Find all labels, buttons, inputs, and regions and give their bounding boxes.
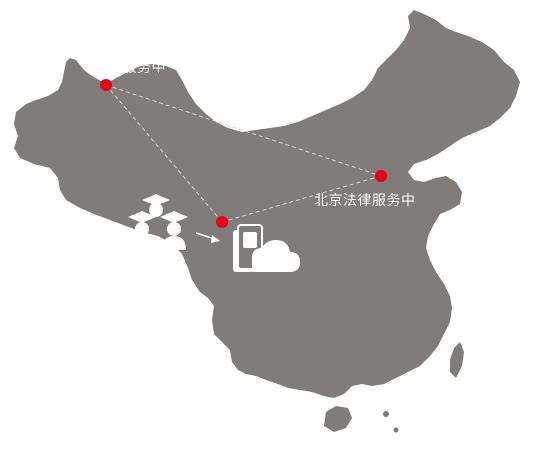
route-line bbox=[105, 84, 382, 177]
mainland-china-shape bbox=[14, 10, 520, 398]
route-line bbox=[105, 84, 223, 223]
marker-beijing[interactable] bbox=[375, 170, 387, 182]
island-shape bbox=[383, 411, 389, 417]
island-shape bbox=[393, 427, 399, 433]
markers bbox=[100, 79, 387, 228]
marker-center[interactable] bbox=[216, 216, 228, 228]
hainan-shape bbox=[324, 406, 352, 432]
label-northwest: 律服务中 bbox=[108, 60, 166, 76]
graduates-icon bbox=[128, 194, 188, 250]
marker-northwest[interactable] bbox=[100, 79, 112, 91]
arrow-icon bbox=[195, 232, 220, 243]
taiwan-shape bbox=[450, 342, 464, 378]
landmass bbox=[14, 10, 520, 433]
label-beijing: 北京法律服务中 bbox=[314, 193, 416, 209]
cloud-device-icon bbox=[233, 224, 300, 272]
routes bbox=[105, 84, 382, 223]
